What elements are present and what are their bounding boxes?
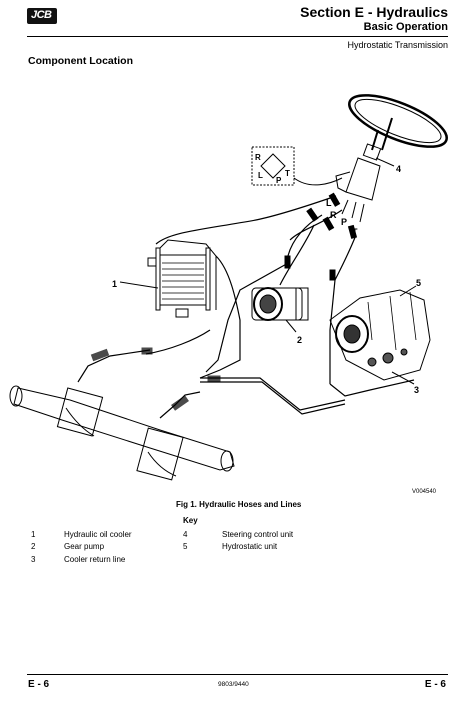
callout-4: 4 bbox=[396, 164, 401, 174]
hose-l-upper bbox=[255, 195, 337, 221]
key-num-3: 3 bbox=[31, 555, 36, 564]
steering-ports bbox=[341, 199, 365, 223]
hose-t bbox=[334, 234, 357, 281]
oil-cooler-outlet bbox=[159, 239, 217, 310]
hose-r bbox=[289, 209, 343, 241]
callout-5: 5 bbox=[416, 278, 421, 288]
leader-1 bbox=[119, 281, 159, 289]
cooler-return-line bbox=[200, 377, 346, 411]
page-number-right: E - 6 bbox=[424, 679, 446, 690]
leader-4 bbox=[375, 157, 395, 167]
gear-pump-flange bbox=[253, 287, 283, 321]
valve-letter-r: R bbox=[255, 153, 261, 162]
key-label-4: Steering control unit bbox=[222, 530, 294, 539]
port-label-l: L bbox=[326, 198, 332, 208]
key-num-2: 2 bbox=[31, 542, 36, 551]
leader-3 bbox=[391, 371, 415, 385]
footer-rule bbox=[27, 674, 448, 675]
hose-to-ram-a bbox=[77, 349, 151, 383]
valve-letter-l: L bbox=[258, 171, 263, 180]
leader-2 bbox=[285, 319, 297, 333]
hydraulic-hoses-figure: R L P T L R P T 1 2 3 4 5 bbox=[9, 94, 448, 481]
ram-cylinder-left bbox=[56, 387, 104, 437]
key-num-4: 4 bbox=[183, 530, 188, 539]
steering-ram-body bbox=[13, 387, 235, 471]
key-num-5: 5 bbox=[183, 542, 188, 551]
hose-p bbox=[205, 261, 291, 373]
leader-5 bbox=[399, 285, 417, 297]
steering-column bbox=[345, 157, 381, 201]
key-num-1: 1 bbox=[31, 530, 36, 539]
figure-caption: Fig 1. Hydraulic Hoses and Lines bbox=[176, 500, 302, 509]
key-label-5: Hydrostatic unit bbox=[222, 542, 278, 551]
header-rule bbox=[27, 36, 448, 37]
gear-pump-bore bbox=[259, 294, 277, 314]
steering-column-top bbox=[362, 143, 382, 161]
cooler-hose-down bbox=[199, 255, 241, 379]
valve-symbol-box bbox=[251, 146, 295, 186]
logo-text: JCB bbox=[31, 9, 52, 21]
key-label-1: Hydraulic oil cooler bbox=[64, 530, 132, 539]
document-code: 9803/9440 bbox=[218, 681, 249, 688]
steering-spokes bbox=[371, 117, 393, 151]
page-heading: Component Location bbox=[28, 55, 133, 67]
valve-letter-t: T bbox=[285, 169, 290, 178]
key-label-3: Cooler return line bbox=[64, 555, 126, 564]
hydrostatic-flange bbox=[335, 315, 369, 353]
valve-diamond bbox=[260, 153, 286, 179]
steering-wheel-inner bbox=[354, 98, 442, 144]
key-label-2: Gear pump bbox=[64, 542, 105, 551]
jcb-logo: JCB bbox=[27, 8, 57, 24]
section-subtitle: Basic Operation bbox=[363, 21, 448, 33]
port-label-t: T bbox=[352, 227, 358, 237]
hydrostatic-unit-body bbox=[329, 289, 431, 381]
section-title: Section E - Hydraulics bbox=[300, 4, 448, 20]
oil-cooler-body bbox=[159, 254, 207, 306]
callout-1: 1 bbox=[112, 279, 117, 289]
valve-leader bbox=[293, 177, 343, 186]
valve-letter-p: P bbox=[276, 176, 282, 185]
oil-cooler-fins bbox=[162, 262, 204, 300]
ram-cylinder-right bbox=[136, 427, 184, 481]
gear-pump-body bbox=[251, 287, 303, 321]
ram-end-right bbox=[220, 450, 234, 472]
oil-cooler-right-tank bbox=[205, 247, 211, 311]
page-number-left: E - 6 bbox=[28, 679, 50, 690]
steering-unit-body bbox=[335, 171, 351, 193]
oil-cooler-left-tank bbox=[155, 247, 161, 311]
callout-3: 3 bbox=[414, 385, 419, 395]
port-label-p: P bbox=[341, 217, 347, 227]
port-label-r: R bbox=[330, 210, 337, 220]
key-title: Key bbox=[183, 516, 198, 525]
steering-wheel-rim bbox=[348, 94, 448, 148]
section-sub-subtitle: Hydrostatic Transmission bbox=[347, 40, 448, 50]
ram-end-left bbox=[9, 385, 23, 407]
figure-reference-code: V004540 bbox=[412, 489, 437, 495]
callout-2: 2 bbox=[297, 335, 302, 345]
